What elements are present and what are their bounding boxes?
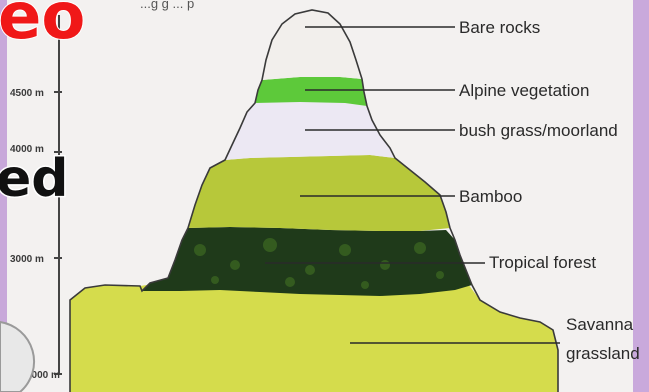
label-savanna-line2: grassland: [566, 344, 640, 363]
label-alpine-vegetation: Alpine vegetation: [459, 81, 589, 100]
label-bush-grass: bush grass/moorland: [459, 121, 618, 140]
overlay-ed-fragment: ed: [0, 149, 69, 209]
label-bamboo: Bamboo: [459, 187, 522, 206]
label-savanna-line1: Savanna: [566, 315, 634, 334]
overlay-red-fragment: eo: [0, 0, 85, 54]
tropical-forest-zone: [142, 227, 472, 296]
altitude-label-4500: 4500 m: [10, 88, 44, 99]
alpine-vegetation-zone: [255, 77, 367, 106]
right-purple-edge: [633, 0, 649, 392]
altitude-label-3000: 3000 m: [10, 254, 44, 265]
top-partial-text: ...g g ... p: [140, 0, 194, 11]
label-bare-rocks: Bare rocks: [459, 18, 540, 37]
label-tropical-forest: Tropical forest: [489, 253, 596, 272]
